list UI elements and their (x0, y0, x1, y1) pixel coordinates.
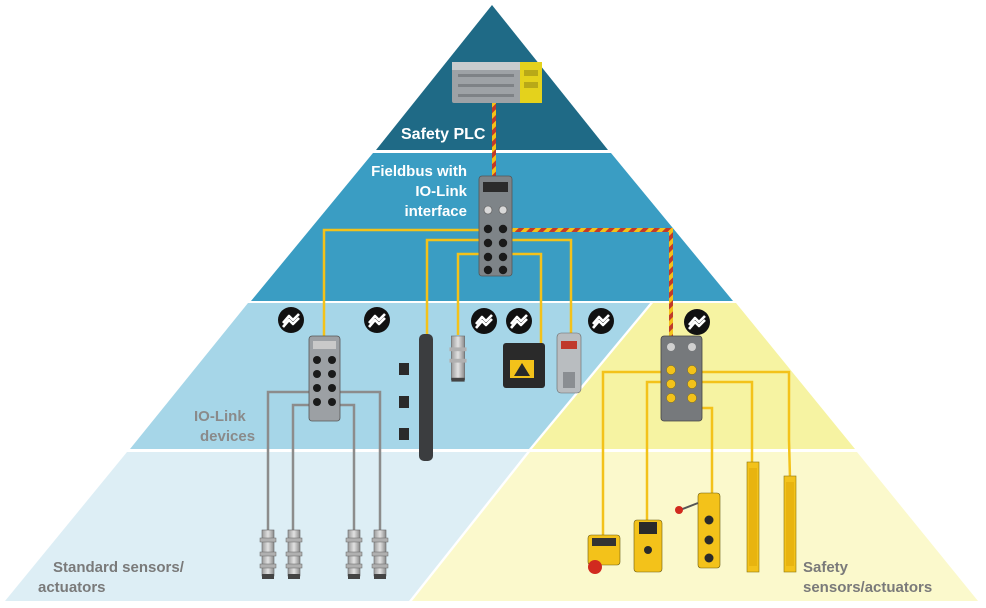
label-fieldbus-line2: IO-Link (415, 183, 467, 200)
sensor-icon (449, 335, 467, 382)
label-fieldbus-line1: Fieldbus with (371, 163, 467, 180)
io-module-icon (308, 335, 341, 422)
sensor-icon (285, 529, 303, 580)
rod-sensor-icon (399, 334, 433, 461)
label-iolink-line1: IO-Link (194, 408, 246, 425)
iolink-cables (322, 228, 573, 345)
tier-iolink-devices (130, 303, 650, 449)
iolink-devices (399, 332, 582, 461)
door-lock-icon (675, 492, 721, 569)
label-safety-plc: Safety PLC (401, 126, 486, 143)
sensor-icon (259, 529, 277, 580)
fieldbus-module-icon (478, 175, 513, 277)
sensor-icon (345, 529, 363, 580)
iolink-logo-icon (362, 305, 392, 335)
iolink-logo-icon (682, 307, 712, 337)
label-safety-line1: Safety (803, 559, 849, 576)
emergency-stop-icon (587, 534, 621, 574)
label-iolink-line2: devices (200, 428, 256, 445)
label-fieldbus-line3: interface (404, 203, 467, 220)
tier-standard-sensors (5, 452, 527, 601)
iolink-logo-icon (276, 305, 306, 335)
iolink-logo-icon (586, 306, 616, 336)
plc-device-icon (452, 62, 542, 103)
safety-switch-icon (633, 519, 663, 573)
label-standard-line1: Standard sensors/ (53, 559, 184, 576)
distance-sensor-icon (503, 343, 545, 388)
sensor-icon (371, 529, 389, 580)
safety-io-module-icon (660, 335, 703, 422)
iolink-logo-icon (469, 306, 499, 336)
label-safety-line2: sensors/actuators (803, 579, 933, 596)
safety-fieldbus-cables (492, 100, 673, 340)
iolink-logo-icon (504, 306, 534, 336)
pressure-sensor-icon (556, 332, 582, 394)
label-standard-line2: actuators (38, 579, 106, 596)
tier-safety-devices-lower (412, 452, 978, 601)
light-curtain-icon (746, 461, 797, 573)
safety-devices (587, 461, 797, 574)
